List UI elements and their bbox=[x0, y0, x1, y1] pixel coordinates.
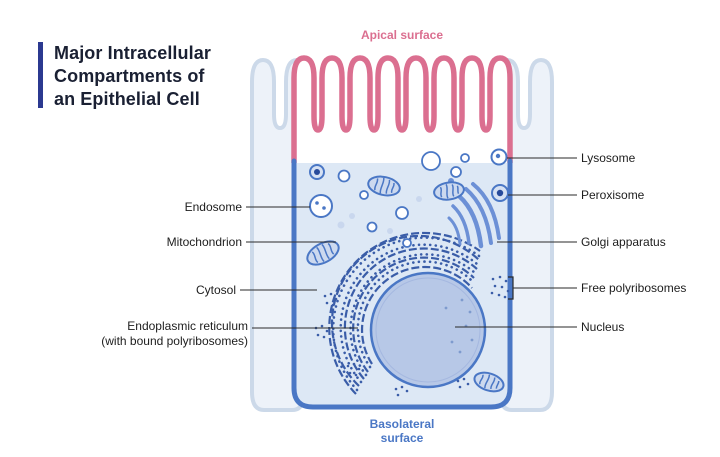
vesicles bbox=[337, 151, 470, 248]
label-endosome: Endosome bbox=[184, 200, 242, 214]
label-endoplasmic-reticulum: Endoplasmic reticulum (with bound polyri… bbox=[101, 319, 248, 348]
neighbor-cell-left bbox=[250, 58, 304, 412]
label-nucleus: Nucleus bbox=[581, 320, 625, 334]
label-cytosol: Cytosol bbox=[195, 283, 236, 297]
basolateral-surface-label: Basolateral surface bbox=[369, 417, 435, 445]
mitochondrion bbox=[367, 175, 401, 197]
lysosome bbox=[490, 148, 508, 166]
mitochondrion bbox=[433, 181, 465, 201]
title-accent-bar bbox=[38, 42, 43, 108]
leader-lines bbox=[240, 157, 577, 329]
mitochondrion bbox=[473, 371, 505, 393]
apical-surface-label: Apical surface bbox=[360, 28, 444, 42]
label-free-polyribosomes: Free polyribosomes bbox=[581, 281, 687, 295]
label-lysosome: Lysosome bbox=[581, 151, 636, 165]
nucleus bbox=[369, 271, 487, 389]
label-peroxisome: Peroxisome bbox=[581, 188, 645, 202]
label-golgi-apparatus: Golgi apparatus bbox=[581, 235, 666, 249]
free-polyribosomes bbox=[490, 275, 510, 299]
label-mitochondrion: Mitochondrion bbox=[166, 235, 242, 249]
ribosome-speckles bbox=[314, 292, 470, 397]
apical-membrane-microvilli-icon bbox=[291, 55, 513, 163]
page-title: Major Intracellular Compartments of an E… bbox=[54, 43, 211, 109]
small-vesicles bbox=[337, 196, 422, 234]
peroxisome bbox=[491, 184, 509, 202]
neighbor-cell-right bbox=[500, 58, 554, 412]
mitochondrion bbox=[306, 240, 340, 266]
title: Major Intracellular Compartments of an E… bbox=[38, 42, 211, 111]
basolateral-membrane bbox=[291, 158, 513, 410]
endoplasmic-reticulum bbox=[328, 231, 481, 395]
peroxisome bbox=[309, 164, 325, 180]
endosome bbox=[309, 194, 333, 218]
